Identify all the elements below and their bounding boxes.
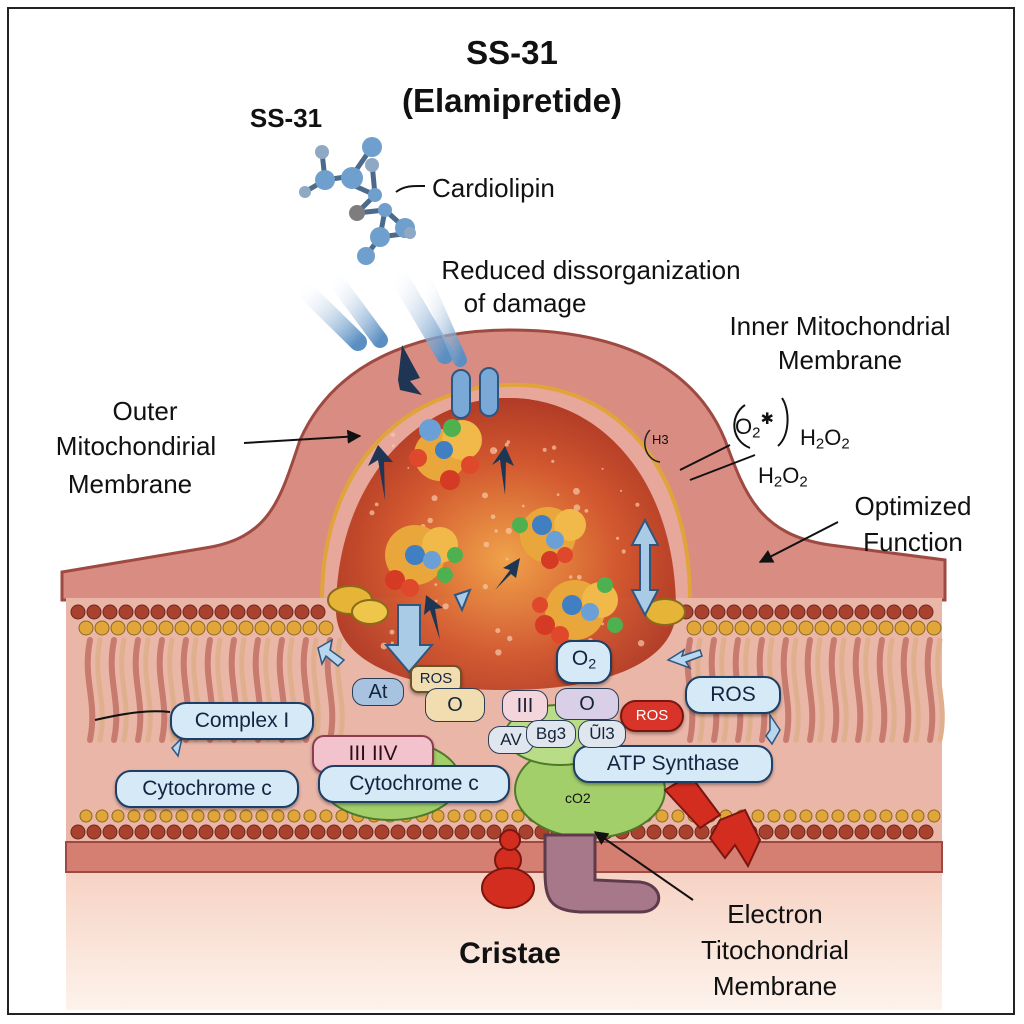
h3-bracket <box>644 429 661 463</box>
electron-label-line2: Titochondrial <box>701 935 849 965</box>
ss31-label: SS-31 <box>249 103 323 133</box>
optimized-label-line2: Function <box>863 527 963 557</box>
ros-box-right: ROS <box>685 676 781 714</box>
inner-membrane-gold-line <box>320 382 692 601</box>
flow-arrows <box>368 345 520 640</box>
o2-radical-bracket <box>733 404 751 449</box>
leader-lines <box>94 184 839 901</box>
inner-membrane-label-line2: Membrane <box>777 345 903 375</box>
title-line2: (Elamipretide) <box>401 82 623 119</box>
o2-radical-label: O2✱ <box>735 411 774 442</box>
bg3-box: Bg3 <box>526 720 576 748</box>
o-box-1: O <box>425 688 485 722</box>
cristae-label: Cristae <box>459 937 561 970</box>
protein-cluster-left <box>385 525 463 597</box>
outer-membrane-label-line2: Mitochondirial <box>55 431 217 461</box>
cytochrome-c-left-box: Cytochrome c <box>115 770 299 808</box>
electron-label-line3: Membrane <box>712 971 838 1001</box>
ul3-box: Ũl3 <box>578 720 626 748</box>
o2-box-mid: O2 <box>556 640 612 684</box>
small-side-arrows <box>171 638 781 758</box>
cytochrome-c-mid-box: Cytochrome c <box>318 765 510 803</box>
h2o2-label-top: H2O2 <box>800 425 850 453</box>
o2-radical-bracket-right <box>777 397 789 447</box>
ros-box-red: ROS <box>620 700 684 732</box>
complex-iii-box: III <box>502 690 548 722</box>
ss31-atoms <box>299 137 416 265</box>
reduced-label-line2: of damage <box>463 288 587 318</box>
co2-label: cO2 <box>565 790 591 806</box>
ss31-molecule-icon <box>302 144 413 259</box>
light-blue-arrows <box>383 517 660 674</box>
inner-membrane-label-line1: Inner Mitochondrial <box>729 311 951 341</box>
diagram-border <box>7 7 1015 1015</box>
atp-synthase-box: ATP Synthase <box>573 745 773 783</box>
protein-cluster-top <box>409 419 482 490</box>
channel-left <box>451 369 471 419</box>
electron-label-line1: Electron <box>727 899 823 929</box>
title-line1: SS-31 <box>466 34 558 71</box>
gold-cluster-left <box>327 585 389 625</box>
cardiolipin-label: Cardiolipin <box>432 173 555 203</box>
lipid-heads-top <box>70 604 942 636</box>
ss31-beams <box>291 261 467 367</box>
protein-cluster-right <box>512 507 586 569</box>
h3-label: H3 <box>652 432 669 447</box>
protein-cluster-lower <box>532 577 623 644</box>
outer-membrane-label-line1: Outer <box>112 396 178 426</box>
o-box-2: O <box>555 688 619 720</box>
optimized-label-line1: Optimized <box>854 491 972 521</box>
reduced-label-line1: Reduced dissorganization <box>441 255 741 285</box>
outer-membrane-label-line3: Membrane <box>67 469 193 499</box>
at-box: At <box>352 678 404 706</box>
red-bent-proteins <box>663 773 762 869</box>
channel-right <box>479 367 499 417</box>
complex-i-box: Complex I <box>170 702 314 740</box>
h2o2-label-bottom: H2O2 <box>758 463 808 491</box>
atp-synthase-stalk <box>543 833 661 914</box>
